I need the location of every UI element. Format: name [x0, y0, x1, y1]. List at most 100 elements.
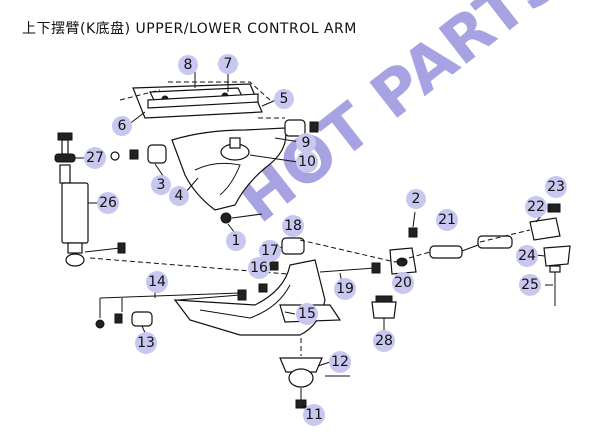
- shock-upper-bushing: [54, 153, 76, 163]
- rear-long-bolt-head: [549, 265, 561, 273]
- lower-arm-bushing: [131, 311, 153, 327]
- callout-12: 12: [329, 351, 351, 373]
- shock-rod: [61, 139, 69, 155]
- shock-lower-mount: [67, 242, 83, 254]
- callout-number: 28: [375, 333, 393, 349]
- upper-ball-joint-stud: [229, 137, 241, 149]
- callout-bubble: [296, 133, 316, 153]
- callout-number: 15: [298, 306, 316, 322]
- strut-mount-hole: [396, 257, 408, 267]
- callout-number: 10: [298, 154, 316, 170]
- strut-dash-guides: [299, 229, 531, 263]
- callout-number: 22: [527, 199, 545, 215]
- upper-arm-assembly: [110, 81, 319, 224]
- lower-arm-washer: [95, 319, 105, 329]
- rear-bracket-washer: [547, 203, 561, 213]
- callout-20: 20: [392, 272, 414, 294]
- bump-stop: [371, 301, 397, 319]
- lower-arm-bolt-head: [237, 289, 247, 301]
- callout-21: 21: [436, 209, 458, 231]
- shock-bolt: [84, 247, 121, 253]
- shock-bolt-head: [117, 242, 126, 254]
- callout-bubble: [373, 330, 395, 352]
- callout-number: 24: [518, 248, 536, 264]
- upper-washer: [220, 212, 232, 224]
- callout-bubble: [178, 55, 198, 75]
- callout-26: 26: [97, 192, 119, 214]
- callout-bubble: [303, 404, 325, 426]
- strut-rod-front: [429, 245, 463, 259]
- callout-number: 9: [302, 135, 311, 151]
- shock-top-nut: [57, 132, 73, 141]
- callout-bubble: [146, 271, 168, 293]
- lower-ball-joint: [288, 368, 314, 388]
- callout-number: 17: [261, 243, 279, 259]
- callout-4: 4: [169, 186, 189, 206]
- callout-bubble: [329, 351, 351, 373]
- callout-bubble: [226, 231, 246, 251]
- callout-number: 3: [157, 177, 166, 193]
- callout-bubble: [248, 257, 270, 279]
- strut-nut: [408, 227, 418, 238]
- callout-bubble: [296, 303, 318, 325]
- callout-15: 15: [296, 303, 318, 325]
- shock-lower-eye: [65, 253, 85, 267]
- callout-5: 5: [274, 89, 294, 109]
- cross-shaft: [147, 93, 259, 109]
- callout-17: 17: [259, 240, 281, 262]
- callout-number: 12: [331, 354, 349, 370]
- upper-control-arm-body: [171, 127, 287, 211]
- callout-number: 20: [394, 275, 412, 291]
- callout-number: 1: [232, 233, 241, 249]
- lower-long-bolt: [319, 267, 376, 273]
- callout-27: 27: [84, 147, 106, 169]
- callout-number: 4: [175, 188, 184, 204]
- callout-16: 16: [248, 257, 270, 279]
- callout-bubble: [274, 89, 294, 109]
- callout-bubble: [525, 196, 547, 218]
- callout-bubble: [151, 175, 171, 195]
- callout-7: 7: [218, 54, 238, 74]
- callout-number: 21: [438, 212, 456, 228]
- lower-arm-assembly: [95, 237, 381, 409]
- upper-arm-bushing: [284, 119, 306, 137]
- callout-8: 8: [178, 55, 198, 75]
- lower-rear-nut: [269, 261, 279, 271]
- callout-22: 22: [525, 196, 547, 218]
- strut-mount-assembly: [299, 203, 571, 319]
- shock-dash-guide: [89, 257, 301, 276]
- shock-upper-body: [59, 164, 71, 184]
- callout-9: 9: [296, 133, 316, 153]
- callout-number: 7: [224, 56, 233, 72]
- callout-number: 19: [336, 281, 354, 297]
- front-washer: [110, 151, 120, 161]
- callout-bubble: [218, 54, 238, 74]
- callout-bubble: [334, 278, 356, 300]
- callout-number: 26: [99, 195, 117, 211]
- front-bushing: [147, 144, 167, 164]
- diagram-title: 上下摆臂(K底盘) UPPER/LOWER CONTROL ARM: [22, 21, 357, 37]
- callout-6: 6: [112, 116, 132, 136]
- callout-number: 11: [305, 407, 323, 423]
- strut-rod-shaft: [461, 244, 479, 252]
- callout-23: 23: [545, 176, 567, 198]
- upper-arm-rib: [194, 162, 241, 196]
- callout-bubble: [282, 215, 304, 237]
- callout-24: 24: [516, 245, 538, 267]
- shock-absorber-body: [61, 182, 89, 244]
- lower-arm-bolt: [177, 294, 241, 301]
- callout-bubble: [135, 332, 157, 354]
- bump-stop-cap: [375, 295, 393, 303]
- lower-ball-joint-flange: [279, 357, 323, 373]
- callout-3: 3: [151, 175, 171, 195]
- front-nut: [129, 149, 139, 160]
- callout-bubble: [84, 147, 106, 169]
- lower-arm-nut: [114, 313, 123, 324]
- callout-number: 8: [184, 57, 193, 73]
- strut-rod-rear: [477, 235, 513, 249]
- long-bolt-head: [371, 262, 381, 274]
- callout-number: 2: [412, 191, 421, 207]
- shock-absorber-assembly: [54, 132, 301, 276]
- callout-bubble: [519, 274, 541, 296]
